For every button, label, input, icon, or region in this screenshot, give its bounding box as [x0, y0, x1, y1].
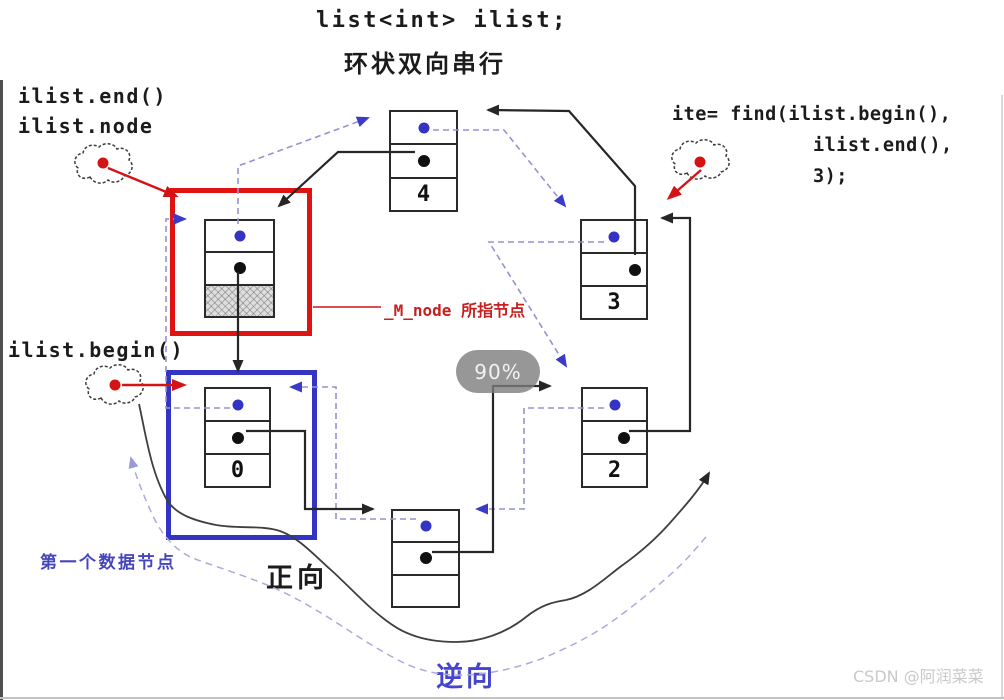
node-value: 2 [607, 458, 622, 483]
prev-pointer-cell [206, 221, 273, 251]
data-cell: 4 [391, 176, 456, 210]
zoom-level-badge: 90% [456, 350, 540, 393]
next-pointer-cell [206, 251, 273, 283]
ilist-end-label: ilist.end() [18, 84, 167, 108]
prev-pointer-cell [206, 389, 269, 420]
next-dot [617, 431, 630, 444]
prev-dot [232, 399, 243, 410]
data-cell: 0 [206, 453, 269, 486]
reverse-direction-label: 逆向 [436, 662, 496, 693]
mnode-annotation: _M_node 所指节点 [384, 301, 526, 320]
frame-bottom-edge [0, 697, 1004, 699]
prev-pointer-cell [393, 511, 458, 541]
find-call-line3: 3); [813, 166, 848, 187]
prev-pointer-cell [391, 112, 456, 143]
next-dot [231, 431, 244, 444]
next-pointer-cell [582, 252, 646, 285]
list-node-4: 4 [389, 110, 458, 212]
find-call-line2: ilist.end(), [813, 135, 953, 156]
prev-dot [608, 231, 620, 242]
node-value: 3 [607, 290, 621, 315]
hatched-fill [206, 285, 273, 316]
end-iterator-cloud [74, 143, 133, 184]
find-call-line1: ite= find(ilist.begin(), [672, 104, 952, 125]
zoom-level-text: 90% [474, 359, 522, 384]
next-dot [417, 154, 430, 167]
next-dot [419, 552, 432, 565]
list-node-0: 0 [204, 387, 271, 488]
prev-dot [234, 230, 245, 242]
begin-iterator-dot [109, 379, 121, 391]
list-node-3: 3 [580, 219, 648, 320]
forward-direction-label: 正向 [266, 563, 328, 594]
diagram-subtitle: 环状双向串行 [344, 50, 506, 78]
csdn-watermark: CSDN @阿润菜菜 [853, 667, 984, 686]
node-value: 4 [416, 181, 431, 207]
next-pointer-cell [393, 541, 458, 573]
data-cell [393, 573, 458, 606]
next-dot [629, 263, 641, 276]
node-value: 0 [230, 458, 245, 483]
next-dot [233, 262, 246, 275]
next-pointer-cell [206, 420, 269, 453]
next-pointer-cell [583, 420, 646, 453]
data-cell: 2 [583, 453, 646, 486]
list-node-sentinel [204, 219, 275, 318]
frame-right-edge [1001, 95, 1003, 697]
ilist-begin-label: ilist.begin() [8, 338, 185, 362]
prev-dot [418, 122, 429, 134]
data-cell [206, 283, 273, 316]
prev-pointer-cell [583, 389, 646, 420]
code-declaration-title: list<int> ilist; [316, 8, 568, 33]
next-pointer-cell [391, 143, 456, 176]
end-iterator-dot [97, 157, 109, 169]
end-iterator-arrow [107, 166, 179, 198]
prev-dot [609, 399, 620, 410]
ilist-node-label: ilist.node [18, 114, 154, 138]
list-node-1 [391, 509, 460, 608]
begin-iterator-cloud [85, 364, 144, 405]
list-node-2: 2 [581, 387, 648, 488]
prev-pointer-cell [582, 221, 646, 252]
node-value [393, 576, 458, 606]
prev-dot [420, 520, 431, 532]
find-call-code: ite= find(ilist.begin(), ilist.end(), 3)… [672, 99, 953, 192]
data-cell: 3 [582, 285, 646, 318]
first-data-node-annotation: 第一个数据节点 [40, 553, 177, 573]
frame-left-edge [0, 80, 3, 700]
